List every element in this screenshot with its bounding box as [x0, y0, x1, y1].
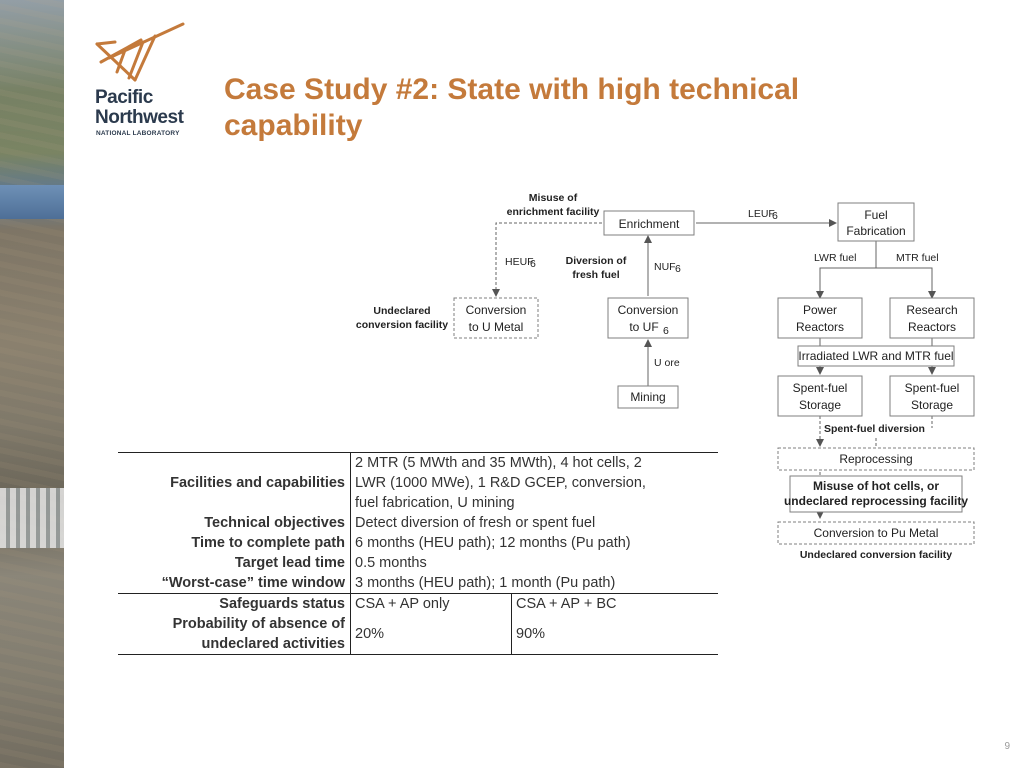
case-study-table: Facilities and capabilities 2 MTR (5 MWt…	[118, 452, 718, 655]
table-key: Target lead time	[118, 553, 351, 573]
spent-fuel-storage-b-label-1: Spent-fuel	[905, 381, 960, 395]
table-row-probability: Probability of absence of undeclared act…	[118, 614, 718, 655]
table-value: 0.5 months	[355, 555, 427, 571]
logo-text-northwest: Northwest	[95, 107, 184, 128]
table-row: “Worst-case” time window 3 months (HEU p…	[118, 573, 718, 594]
table-row: Target lead time 0.5 months	[118, 553, 718, 573]
page-number: 9	[1004, 741, 1010, 752]
table-key: Facilities and capabilities	[118, 452, 351, 513]
misuse-enrichment-label-1: Misuse of	[529, 192, 578, 204]
reprocessing-label: Reprocessing	[839, 452, 912, 466]
table-value-probability-b: 90%	[511, 614, 718, 655]
table-value-line: LWR (1000 MWe), 1 R&D GCEP, conversion,	[355, 475, 646, 491]
spent-fuel-storage-b-box	[889, 375, 975, 417]
conversion-pu-metal-box	[777, 521, 975, 545]
conversion-uf6-label-1: Conversion	[618, 303, 679, 317]
misuse-hot-cells-label-2: undeclared reprocessing facility	[784, 494, 968, 508]
table-value: 6 months (HEU path); 12 months (Pu path)	[355, 535, 631, 551]
power-reactors-label-1: Power	[803, 303, 837, 317]
reprocessing-box	[777, 447, 975, 471]
table-key: Safeguards status	[118, 593, 351, 614]
logo-text-national-laboratory: NATIONAL LABORATORY	[96, 130, 180, 137]
conversion-uf6-box	[607, 297, 689, 339]
heuf6-label: HEUF	[505, 256, 534, 268]
undeclared-conversion-label-1: Undeclared	[373, 305, 430, 317]
table-row: Facilities and capabilities 2 MTR (5 MWt…	[118, 452, 718, 513]
table-value-probability-a: 20%	[350, 614, 512, 655]
logo-text-pacific: Pacific	[95, 87, 153, 108]
table-value-line: 2 MTR (5 MWth and 35 MWth), 4 hot cells,…	[355, 455, 642, 471]
aerial-photo-water	[0, 185, 64, 219]
fuel-fabrication-label-1: Fuel	[864, 208, 887, 222]
misuse-enrichment-label-2: enrichment facility	[507, 206, 600, 218]
table-value: 3 months (HEU path); 1 month (Pu path)	[355, 575, 616, 591]
undeclared-conversion-label-2: conversion facility	[356, 319, 448, 331]
misuse-hot-cells-label-1: Misuse of hot cells, or	[813, 479, 939, 493]
research-reactors-label-2: Reactors	[908, 320, 956, 334]
table-key-line: Probability of absence of	[172, 616, 345, 632]
spent-fuel-storage-b-label-2: Storage	[911, 398, 953, 412]
spent-fuel-storage-a-label-1: Spent-fuel	[793, 381, 848, 395]
table-value: 2 MTR (5 MWth and 35 MWth), 4 hot cells,…	[350, 452, 718, 513]
table-key: “Worst-case” time window	[118, 573, 351, 594]
u-ore-label: U ore	[654, 357, 680, 369]
conversion-uf6-subscript: 6	[663, 325, 669, 337]
conversion-uf6-label-2: to UF	[629, 320, 658, 334]
slide-title: Case Study #2: State with high technical…	[224, 73, 800, 142]
mining-box	[617, 385, 679, 409]
power-reactors-box	[777, 297, 863, 339]
aerial-photo-strip	[0, 0, 64, 768]
nuf6-subscript: 6	[675, 263, 681, 275]
mtr-fuel-label: MTR fuel	[896, 252, 939, 264]
conversion-u-metal-label-1: Conversion	[466, 303, 527, 317]
irradiated-fuel-box	[797, 345, 955, 367]
table-key: Time to complete path	[118, 533, 351, 553]
research-reactors-box	[889, 297, 975, 339]
table-value-line: fuel fabrication, U mining	[355, 495, 515, 511]
table-row: Technical objectives Detect diversion of…	[118, 513, 718, 533]
pnnl-logo: Pacific Northwest NATIONAL LABORATORY	[95, 22, 190, 140]
spent-fuel-storage-a-box	[777, 375, 863, 417]
table-key: Technical objectives	[118, 513, 351, 533]
enrichment-box	[603, 210, 695, 236]
table-value: Detect diversion of fresh or spent fuel	[355, 515, 596, 531]
irradiated-fuel-label: Irradiated LWR and MTR fuel	[798, 349, 953, 363]
undeclared-conversion-pu-label: Undeclared conversion facility	[800, 549, 952, 561]
spent-fuel-storage-a-label-2: Storage	[799, 398, 841, 412]
fuel-fabrication-box	[837, 202, 915, 242]
conversion-u-metal-label-2: to U Metal	[469, 320, 524, 334]
leuf6-subscript: 6	[772, 210, 778, 222]
table-row-safeguards: Safeguards status CSA + AP only CSA + AP…	[118, 593, 718, 614]
aerial-photo-buildings	[0, 488, 64, 548]
pnnl-logo-mark-icon	[95, 22, 185, 82]
table-row: Time to complete path 6 months (HEU path…	[118, 533, 718, 553]
fuel-cycle-diagram: Enrichment Fuel Fabrication Conversion t…	[356, 192, 975, 561]
nuf6-label: NUF	[654, 261, 676, 273]
power-reactors-label-2: Reactors	[796, 320, 844, 334]
heuf6-subscript: 6	[530, 258, 536, 270]
diversion-fresh-label-2: fresh fuel	[572, 269, 619, 281]
enrichment-label: Enrichment	[619, 217, 680, 231]
misuse-hot-cells-box	[789, 475, 963, 513]
fuel-fabrication-label-2: Fabrication	[846, 224, 905, 238]
leuf6-label: LEUF	[748, 208, 775, 220]
research-reactors-label-1: Research	[906, 303, 957, 317]
table-value-safeguards-b: CSA + AP + BC	[511, 593, 718, 614]
conversion-pu-metal-label: Conversion to Pu Metal	[814, 526, 939, 540]
lwr-fuel-label: LWR fuel	[814, 252, 856, 264]
diversion-fresh-label-1: Diversion of	[566, 255, 627, 267]
spent-fuel-diversion-label: Spent-fuel diversion	[824, 423, 925, 435]
conversion-u-metal-box	[453, 297, 539, 339]
table-value-safeguards-a: CSA + AP only	[350, 593, 512, 614]
mining-label: Mining	[630, 390, 665, 404]
table-key-line: undeclared activities	[201, 636, 345, 652]
table-key: Probability of absence of undeclared act…	[118, 614, 351, 655]
